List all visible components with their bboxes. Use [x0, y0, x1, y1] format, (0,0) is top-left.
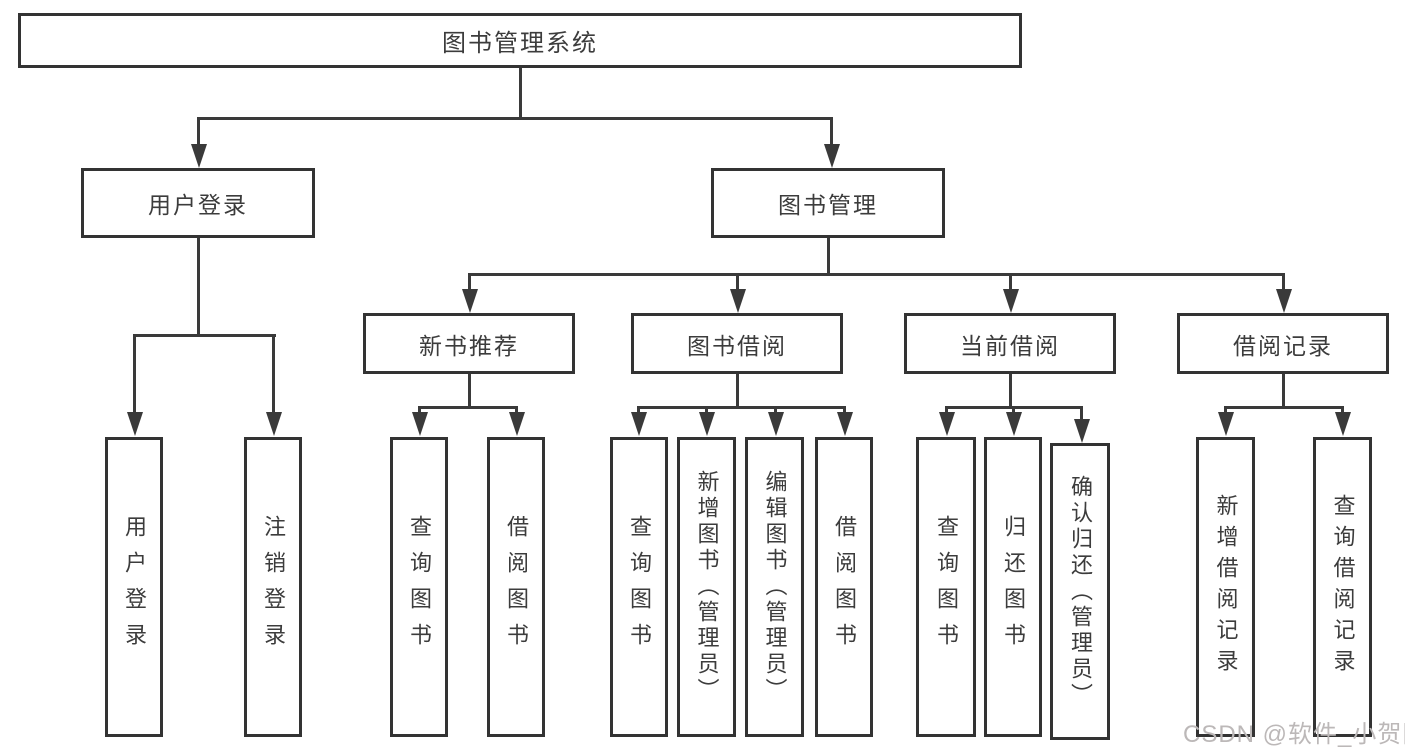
node-label: 图书借阅 — [687, 332, 787, 359]
leaf-query-books: 查询图书 — [390, 437, 448, 737]
node-user-login: 用户登录 — [81, 168, 315, 238]
connector — [637, 406, 640, 416]
connector — [1012, 406, 1015, 416]
node-label: 注销登录 — [261, 515, 286, 659]
connector — [1224, 406, 1344, 409]
node-label: 归还图书 — [1001, 515, 1026, 659]
connector — [197, 117, 200, 146]
connector — [468, 273, 1285, 276]
node-label: 编辑图书（管理员） — [762, 470, 788, 704]
node-label: 查询图书 — [627, 515, 652, 659]
connector — [736, 374, 739, 409]
connector — [197, 238, 200, 337]
arrowhead-down-icon — [462, 289, 478, 313]
connector — [1282, 374, 1285, 409]
leaf-edit-books-admin: 编辑图书（管理员） — [745, 437, 804, 737]
connector — [827, 238, 830, 276]
arrowhead-down-icon — [412, 412, 428, 436]
node-label: 用户登录 — [122, 515, 147, 659]
arrowhead-down-icon — [1335, 412, 1351, 436]
connector — [468, 374, 471, 409]
leaf-user-login: 用户登录 — [105, 437, 163, 737]
connector — [515, 406, 518, 416]
connector — [418, 406, 518, 409]
leaf-borrow-books: 借阅图书 — [815, 437, 873, 737]
arrowhead-down-icon — [837, 412, 853, 436]
connector — [1080, 406, 1083, 420]
node-book-management: 图书管理 — [711, 168, 945, 238]
connector — [1341, 406, 1344, 416]
arrowhead-down-icon — [939, 412, 955, 436]
node-label: 当前借阅 — [960, 332, 1060, 359]
leaf-query-books: 查询图书 — [610, 437, 668, 737]
arrowhead-down-icon — [631, 412, 647, 436]
connector — [1009, 374, 1012, 409]
leaf-logout: 注销登录 — [244, 437, 302, 737]
node-label: 新增图书（管理员） — [694, 470, 720, 704]
arrowhead-down-icon — [1276, 289, 1292, 313]
arrowhead-down-icon — [266, 412, 282, 436]
node-current-borrowing: 当前借阅 — [904, 313, 1116, 374]
arrowhead-down-icon — [1003, 289, 1019, 313]
node-label: 图书管理 — [778, 192, 878, 218]
node-label: 查询借阅记录 — [1330, 494, 1356, 680]
node-label: 查询图书 — [934, 515, 959, 659]
node-label: 新增借阅记录 — [1213, 494, 1239, 680]
node-label: 借阅图书 — [832, 515, 857, 659]
leaf-query-borrow-record: 查询借阅记录 — [1313, 437, 1372, 737]
connector — [1009, 273, 1012, 291]
arrowhead-down-icon — [1074, 419, 1090, 443]
connector — [843, 406, 846, 416]
node-label: 确认归还（管理员） — [1068, 474, 1093, 709]
node-new-book-recommendation: 新书推荐 — [363, 313, 575, 374]
connector — [272, 334, 275, 414]
node-label: 图书管理系统 — [442, 30, 598, 57]
arrowhead-down-icon — [1006, 412, 1022, 436]
node-book-borrowing: 图书借阅 — [631, 313, 843, 374]
connector — [468, 273, 471, 291]
connector — [1282, 273, 1285, 291]
connector — [945, 406, 948, 416]
leaf-add-books-admin: 新增图书（管理员） — [677, 437, 736, 737]
node-library-management-system: 图书管理系统 — [18, 13, 1022, 68]
node-label: 查询图书 — [407, 515, 432, 659]
connector — [637, 406, 846, 409]
node-label: 用户登录 — [148, 192, 248, 218]
arrowhead-down-icon — [1218, 412, 1234, 436]
arrowhead-down-icon — [730, 289, 746, 313]
leaf-confirm-return-admin: 确认归还（管理员） — [1050, 443, 1110, 740]
node-label: 借阅记录 — [1233, 332, 1333, 359]
connector — [774, 406, 777, 416]
leaf-query-books: 查询图书 — [916, 437, 976, 737]
connector — [133, 334, 136, 414]
connector — [705, 406, 708, 416]
arrowhead-down-icon — [127, 412, 143, 436]
connector — [197, 117, 833, 120]
csdn-watermark: CSDN @软件_小贺同学 — [1183, 721, 1405, 747]
connector — [830, 117, 833, 146]
connector — [418, 406, 421, 416]
leaf-return-books: 归还图书 — [984, 437, 1042, 737]
leaf-borrow-books: 借阅图书 — [487, 437, 545, 737]
node-borrowing-records: 借阅记录 — [1177, 313, 1389, 374]
node-label: 新书推荐 — [419, 332, 519, 359]
arrowhead-down-icon — [699, 412, 715, 436]
connector — [133, 334, 276, 337]
connector — [519, 68, 522, 118]
arrowhead-down-icon — [509, 412, 525, 436]
arrowhead-down-icon — [824, 144, 840, 168]
node-label: 借阅图书 — [504, 515, 529, 659]
connector — [736, 273, 739, 291]
connector — [1224, 406, 1227, 416]
arrowhead-down-icon — [768, 412, 784, 436]
leaf-add-borrow-record: 新增借阅记录 — [1196, 437, 1255, 737]
arrowhead-down-icon — [191, 144, 207, 168]
